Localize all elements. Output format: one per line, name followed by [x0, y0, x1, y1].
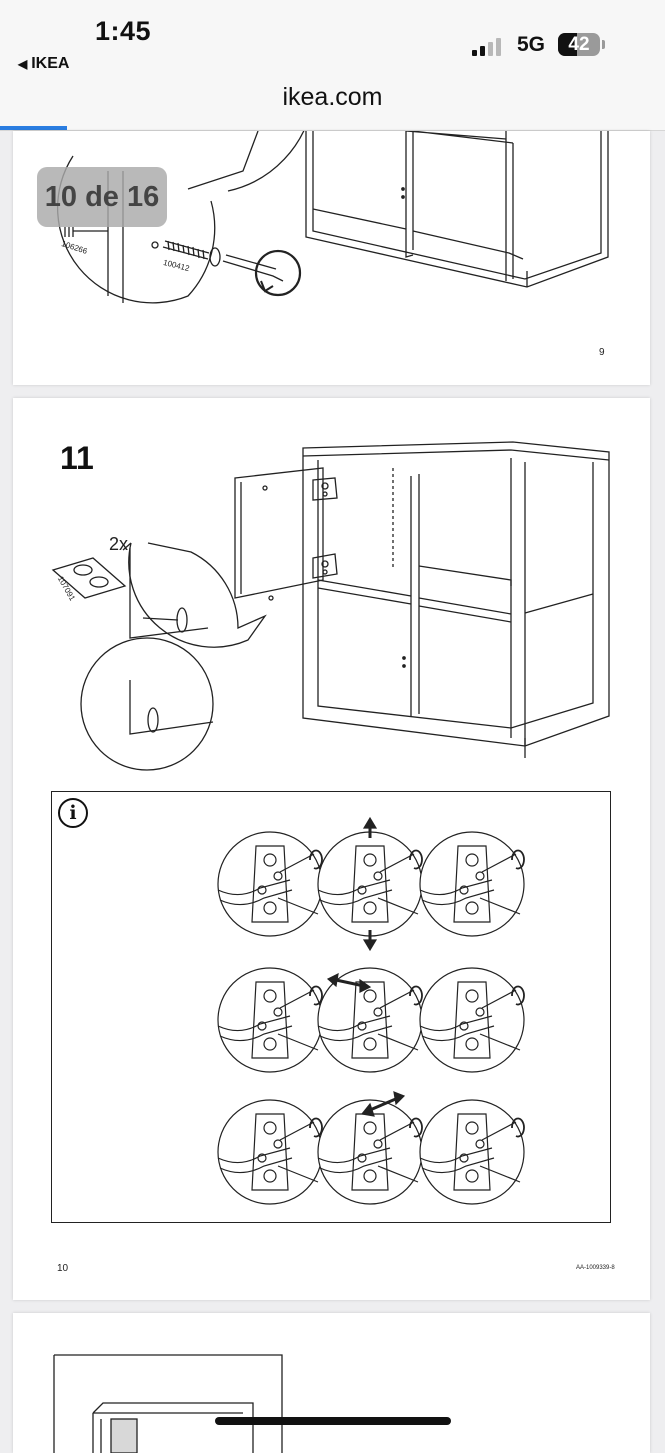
quantity-label: 2x: [109, 534, 129, 554]
info-icon: i: [58, 798, 88, 828]
cellular-signal-icon: [472, 36, 506, 56]
url-field[interactable]: ikea.com: [282, 83, 383, 111]
step-number: 11: [60, 440, 94, 476]
hinge-detail-3-3: [419, 1099, 525, 1205]
adjust-arrow: [335, 978, 365, 988]
arrow-head: [362, 939, 378, 952]
page10-number: 10: [57, 1263, 69, 1274]
network-type: 5G: [517, 33, 546, 56]
page9-illustration: [56, 131, 609, 304]
back-to-app-button[interactable]: ◀IKEA: [18, 55, 69, 73]
back-app-label: IKEA: [31, 55, 70, 72]
hinge-detail-3-1: [217, 1099, 323, 1205]
browser-top-bar: 1:45 ◀IKEA 5G 42 ikea.com: [0, 0, 665, 131]
hinge-detail-1-1: [217, 831, 323, 937]
manual-page-10: 11 2x 107091 i 10 AA-1009339-8: [13, 398, 650, 1300]
status-time: 1:45: [95, 16, 152, 46]
document-code: AA-1009339-8: [576, 1265, 615, 1271]
home-indicator[interactable]: [215, 1417, 451, 1425]
hinge-detail-1-3: [419, 831, 525, 937]
hinge-detail-1-2: [317, 831, 423, 937]
hinge-adjustment-diagrams: [217, 816, 525, 1205]
hinge-detail-2-3: [419, 967, 525, 1073]
hinge-detail-2-1: [217, 967, 323, 1073]
back-triangle-icon: ◀: [18, 57, 28, 71]
arrow-head: [362, 816, 378, 829]
adjust-arrow: [369, 1096, 399, 1112]
battery-nub: [602, 40, 605, 49]
battery-icon: 42: [558, 33, 600, 56]
page-load-progress: [0, 126, 665, 130]
page9-number: 9: [599, 347, 605, 358]
hinge-adjustment-info-box: i: [51, 791, 611, 1223]
arrow-head: [360, 1091, 406, 1117]
page-load-progress-fill: [0, 126, 67, 130]
battery-percent: 42: [568, 34, 590, 55]
manual-page-11: [13, 1313, 650, 1453]
page-indicator-badge: 10 de 16: [37, 167, 167, 227]
arrow-head: [326, 972, 372, 993]
hinge-detail-2-2: [317, 967, 423, 1073]
page11-illustration: [53, 1354, 283, 1453]
